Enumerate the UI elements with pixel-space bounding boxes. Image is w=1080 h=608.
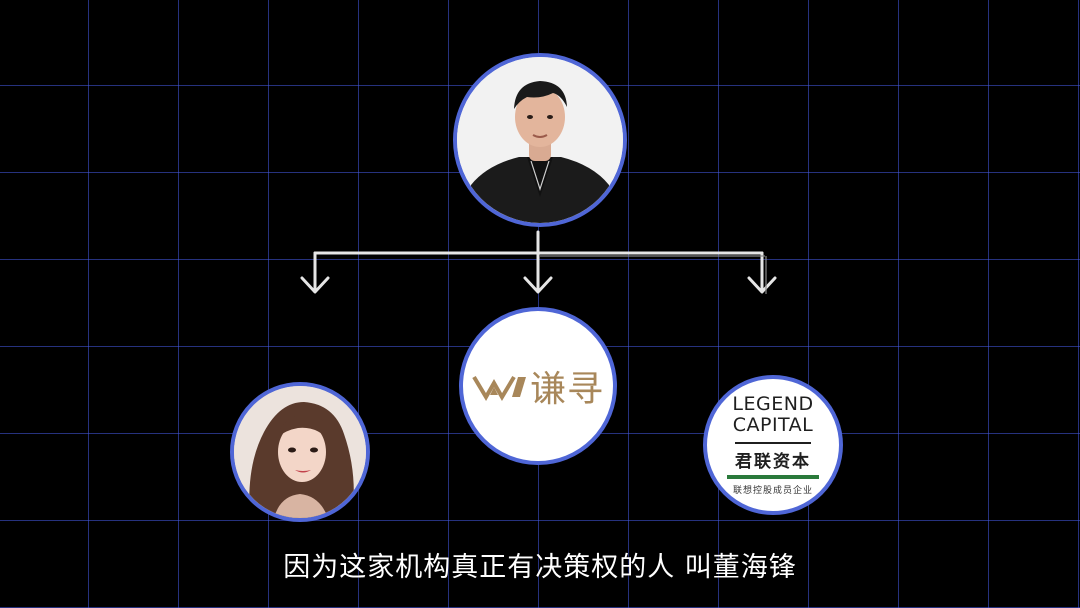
arrow-right-head <box>747 276 777 294</box>
woman-person-node <box>230 382 370 522</box>
qianxun-logo-text: 谦寻 <box>529 369 604 410</box>
person-avatar-woman-icon <box>234 386 366 518</box>
arrow-left-head <box>300 276 330 294</box>
root-person-node <box>453 53 627 227</box>
legend-logo-green-bar <box>727 475 819 479</box>
qianxun-logo-icon <box>472 375 526 401</box>
legend-logo-chinese: 君联资本 <box>735 442 811 472</box>
qianxun-logo: 谦寻 <box>463 311 613 461</box>
qianxun-node: 谦寻 <box>459 307 617 465</box>
subtitle-caption: 因为这家机构真正有决策权的人 叫董海锋 <box>283 552 797 583</box>
legend-logo-subtitle: 联想控股成员企业 <box>732 486 813 496</box>
legend-capital-node: LEGEND CAPITAL 君联资本 联想控股成员企业 <box>703 375 843 515</box>
legend-logo-line2: CAPITAL <box>732 414 814 436</box>
person-avatar-man-icon <box>457 57 623 223</box>
legend-logo-line1: LEGEND <box>732 393 814 415</box>
legend-capital-logo: LEGEND CAPITAL 君联资本 联想控股成员企业 <box>707 379 839 511</box>
arrow-mid-head <box>523 276 553 294</box>
